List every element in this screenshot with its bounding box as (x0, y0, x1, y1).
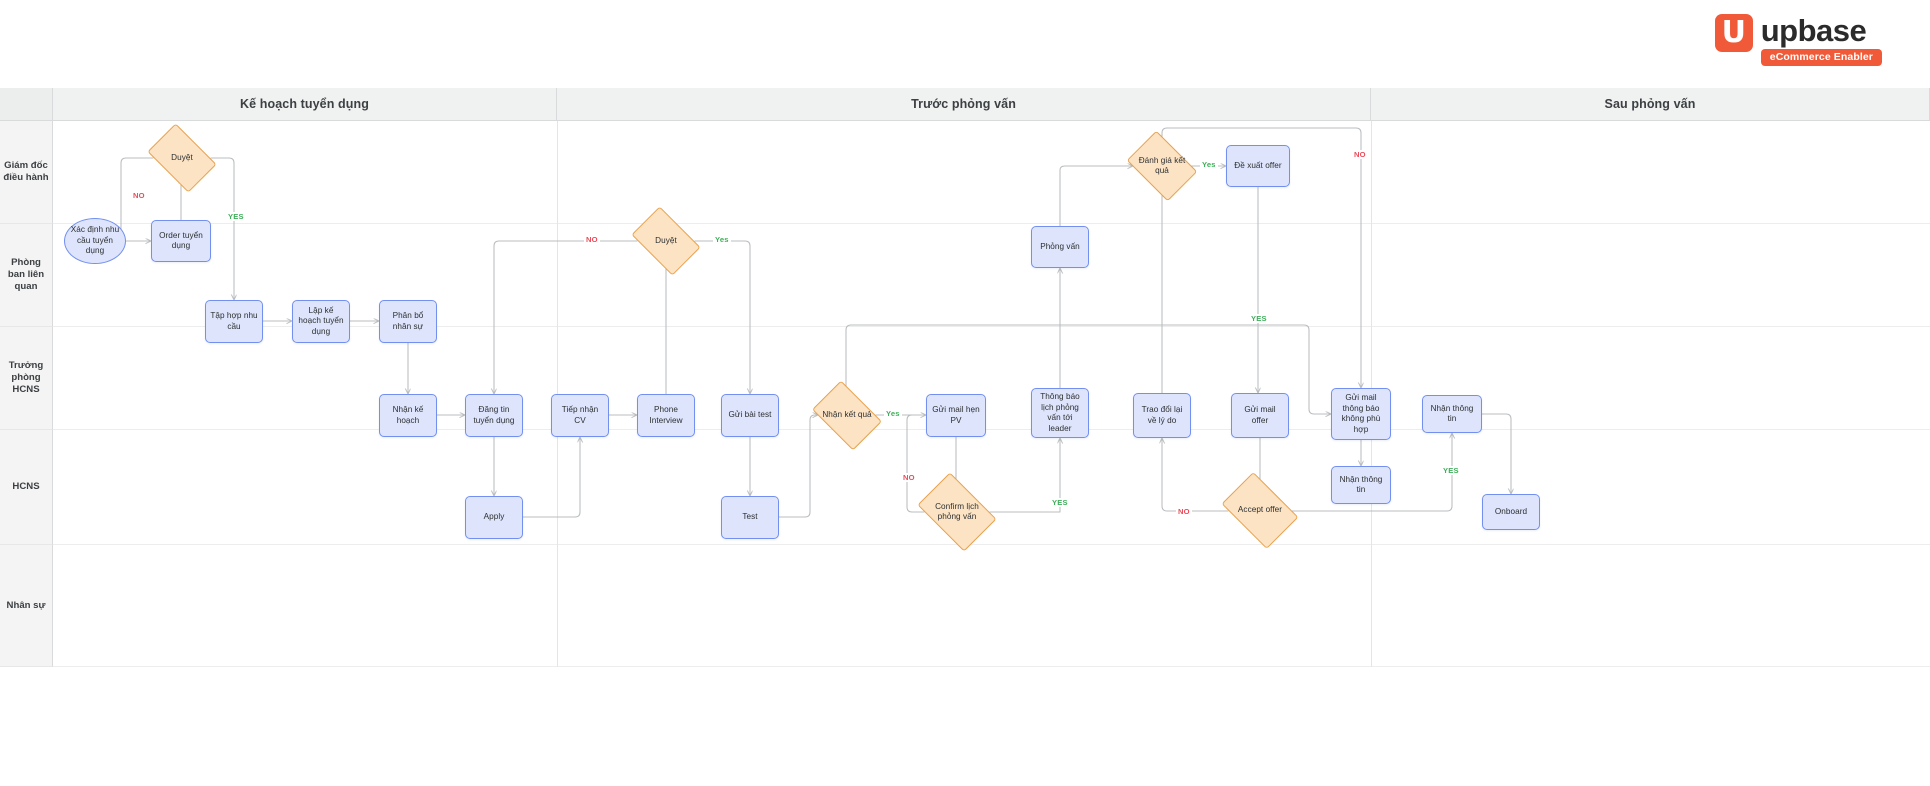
flow-node-label: Tập hợp nhu cầu (210, 311, 258, 331)
lane-label-3: Trưởng phòng HCNS (0, 327, 53, 430)
flow-node-n05[interactable]: Lập kế hoạch tuyển dụng (292, 300, 350, 343)
flow-node-label: Tiếp nhận CV (561, 405, 599, 425)
edge-label-e-no-3: NO (901, 473, 917, 482)
flow-node-label: Apply (483, 512, 505, 522)
edge-label-e-yes-2: Yes (713, 235, 731, 244)
flow-node-n02[interactable]: Order tuyển dụng (151, 220, 211, 262)
flow-node-label: Nhận kế hoạch (392, 405, 424, 425)
flow-node-n27[interactable]: Nhận thông tin (1422, 395, 1482, 433)
flow-node-label: Gửi mail thông báo không phù hợp (1341, 393, 1381, 434)
flow-node-label: Order tuyển dụng (159, 230, 203, 251)
flow-node-n01[interactable]: Xác định nhu cầu tuyển dụng (64, 218, 126, 264)
flow-node-n26[interactable]: Nhận thông tin (1331, 466, 1391, 504)
flow-node-n22[interactable]: Trao đổi lại về lý do (1133, 393, 1191, 438)
flow-node-label: Onboard (1494, 506, 1528, 516)
flow-node-label: Xác định nhu cầu tuyển dụng (70, 225, 120, 256)
flow-node-n19[interactable]: Phỏng vấn (1031, 226, 1089, 268)
lane-label-4: HCNS (0, 430, 53, 545)
edge-label-e-no-1: NO (131, 191, 147, 200)
flow-node-label: Nhận kết quả (822, 410, 872, 420)
edge-label-e-yes-3: Yes (884, 409, 902, 418)
flow-node-label: Đánh giá kết quả (1138, 155, 1186, 176)
flow-node-n09[interactable]: Apply (465, 496, 523, 539)
flow-node-n25[interactable]: Gửi mail thông báo không phù hợp (1331, 388, 1391, 440)
upbase-logo-icon: U (1714, 14, 1753, 52)
flow-node-label: Nhận thông tin (1339, 474, 1383, 495)
grid-corner (0, 88, 53, 121)
lane-body-2 (53, 224, 1930, 327)
flow-node-label: Đăng tin tuyển dụng (473, 405, 515, 425)
edge-label-e-no-5: NO (1176, 507, 1192, 516)
lane-label-2: Phòng ban liên quan (0, 224, 53, 327)
flow-node-label: Lập kế hoạch tuyển dụng (298, 305, 344, 336)
flow-node-n24[interactable]: Accept offer (1221, 471, 1299, 550)
flow-node-n12[interactable]: Duyệt (631, 206, 701, 276)
flow-node-n11[interactable]: Phone Interview (637, 394, 695, 437)
lane-label-1: Giám đốc điều hành (0, 121, 53, 224)
edge-label-e-no-2: NO (584, 235, 600, 244)
flow-node-label: Thông báo lịch phỏng vấn tới leader (1040, 392, 1080, 433)
flow-node-label: Phỏng vấn (1040, 241, 1080, 251)
flow-node-label: Đề xuất offer (1234, 160, 1282, 170)
brand-logo: U upbase eCommerce Enabler (1714, 13, 1882, 66)
flow-node-label: Phân bổ nhân sự (392, 311, 424, 331)
flow-node-n04[interactable]: Tập hợp nhu cầu (205, 300, 263, 343)
phase-header-3: Sau phỏng vấn (1371, 88, 1930, 121)
flow-node-label: Duyệt (171, 152, 193, 162)
edge-label-e-yes-6: YES (1249, 314, 1269, 323)
flow-node-n15[interactable]: Nhận kết quả (811, 380, 883, 451)
flow-node-label: Phone Interview (649, 405, 683, 425)
edge-label-e-yes-5: Yes (1200, 160, 1218, 169)
phase-header-1: Kế hoạch tuyển dụng (53, 88, 557, 121)
flow-node-n10[interactable]: Tiếp nhận CV (551, 394, 609, 437)
flow-node-n23[interactable]: Gửi mail offer (1231, 393, 1289, 438)
flow-node-n17[interactable]: Confirm lịch phỏng vấn (917, 472, 997, 552)
flow-node-n06[interactable]: Phân bổ nhân sự (379, 300, 437, 343)
flow-node-n20[interactable]: Đánh giá kết quả (1126, 130, 1198, 202)
lane-body-4 (53, 430, 1930, 545)
flow-node-label: Gửi bài test (728, 410, 772, 420)
logo-tagline: eCommerce Enabler (1760, 49, 1882, 66)
flow-node-n18[interactable]: Thông báo lịch phỏng vấn tới leader (1031, 388, 1089, 438)
flow-node-n14[interactable]: Test (721, 496, 779, 539)
flow-node-label: Trao đổi lại về lý do (1141, 405, 1183, 425)
flow-node-label: Confirm lịch phỏng vấn (935, 501, 979, 522)
flow-node-n03[interactable]: Duyệt (147, 123, 217, 193)
flow-node-label: Duyệt (655, 235, 677, 245)
flow-node-n16[interactable]: Gửi mail hẹn PV (926, 394, 986, 437)
phase-header-2: Trước phỏng vấn (557, 88, 1371, 121)
flow-node-n21[interactable]: Đề xuất offer (1226, 145, 1290, 187)
logo-wordmark: upbase (1760, 13, 1867, 48)
edge-label-e-yes-7: YES (1441, 466, 1461, 475)
lane-body-1 (53, 121, 1930, 224)
flow-node-label: Gửi mail hẹn PV (932, 405, 980, 425)
flow-node-label: Gửi mail offer (1244, 405, 1276, 425)
lane-label-5: Nhân sự (0, 545, 53, 667)
flow-node-n13[interactable]: Gửi bài test (721, 394, 779, 437)
edge-label-e-yes-4: YES (1050, 498, 1070, 507)
lane-body-5 (53, 545, 1930, 667)
flow-node-n07[interactable]: Nhận kế hoạch (379, 394, 437, 437)
flow-node-label: Accept offer (1237, 505, 1283, 515)
edge-label-e-yes-1: YES (226, 212, 246, 221)
flow-node-n28[interactable]: Onboard (1482, 494, 1540, 530)
flow-node-n08[interactable]: Đăng tin tuyển dụng (465, 394, 523, 437)
logo-glyph: U (1721, 15, 1746, 50)
edge-label-e-no-4: NO (1352, 150, 1368, 159)
flow-node-label: Test (742, 512, 758, 522)
flow-node-label: Nhận thông tin (1430, 403, 1474, 424)
